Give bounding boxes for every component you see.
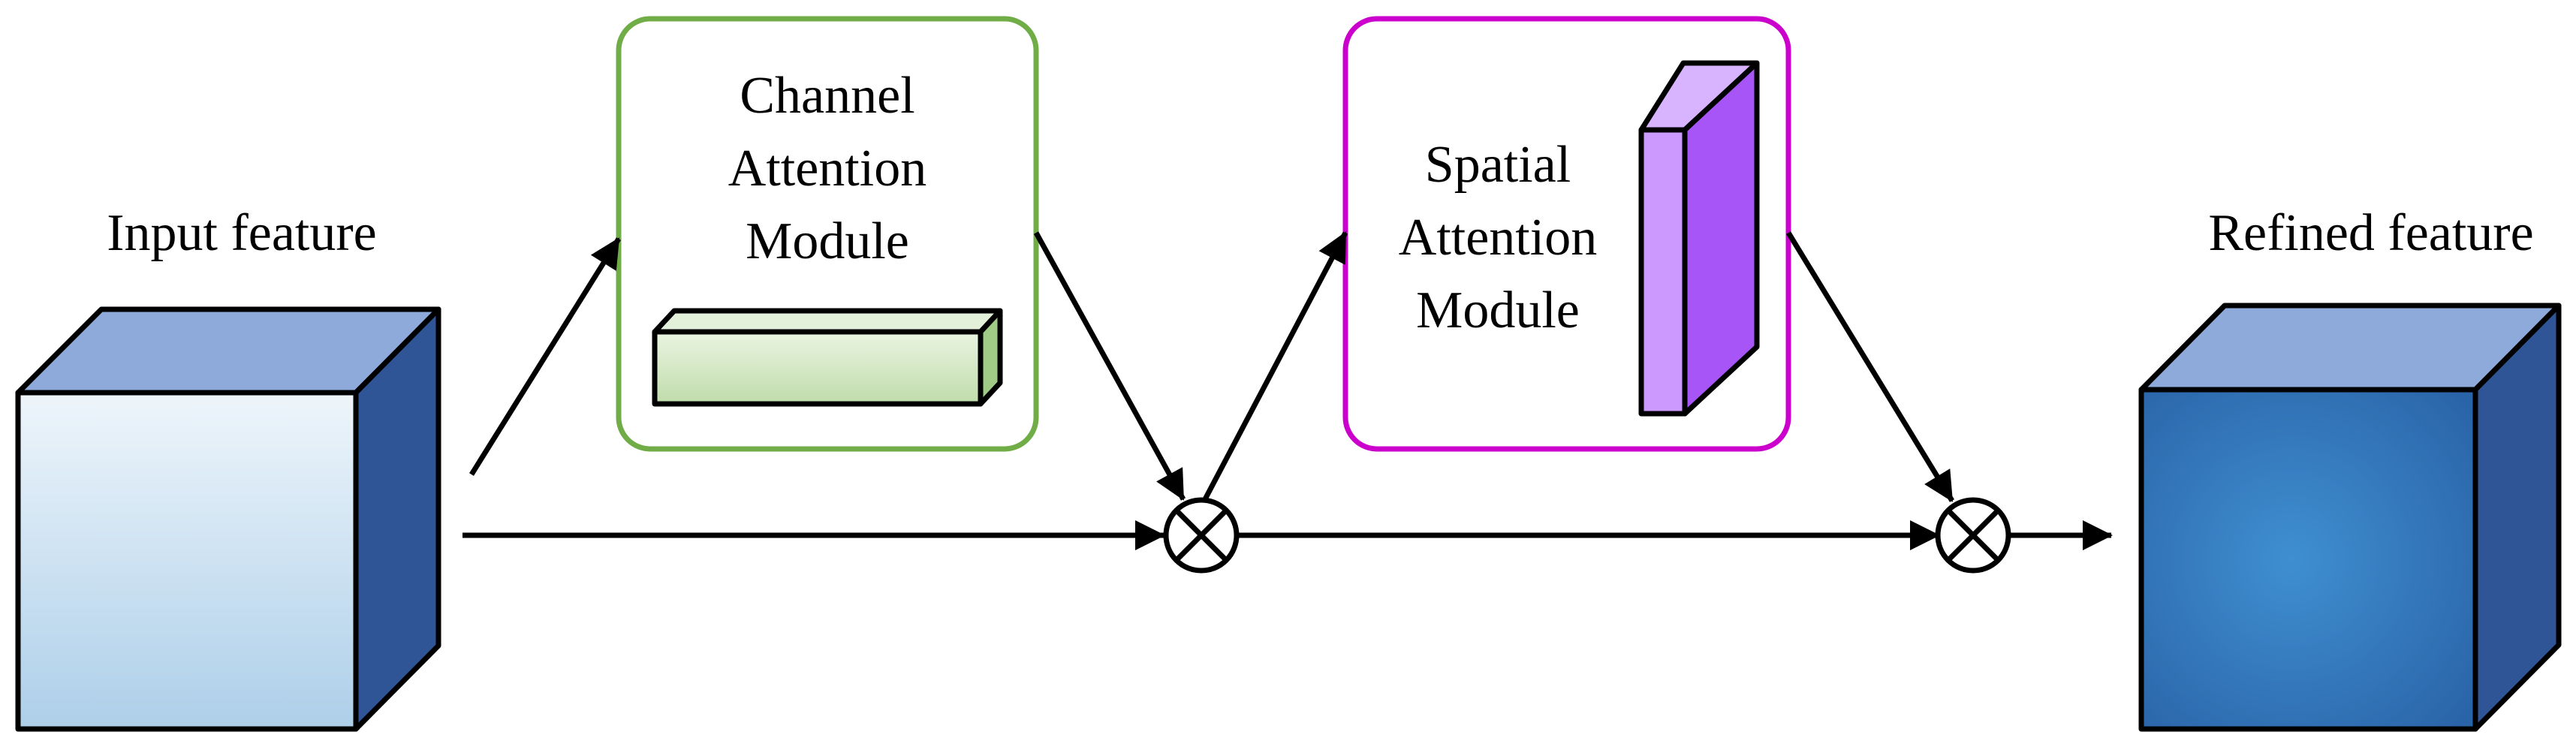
multiply-circle-icon <box>1163 497 1240 574</box>
input-feature-label: Input feature <box>107 204 377 262</box>
arrow-channel-to-mult-1 <box>1033 231 1186 501</box>
output-cube-face <box>2138 387 2478 732</box>
channel-module-line-3: Module <box>746 212 909 270</box>
input-feature-cube <box>15 306 441 732</box>
refined-feature-label: Refined feature <box>2208 204 2533 262</box>
spatial-module-line-3: Module <box>1416 282 1580 339</box>
channel-bar-face <box>652 329 984 407</box>
spatial-module-line-1: Spatial <box>1425 136 1571 194</box>
arrow-spatial-to-mult-2 <box>1786 231 1954 502</box>
input-cube-face <box>15 390 359 732</box>
channel-module-line-1: Channel <box>740 67 914 125</box>
spatial-attention-slab <box>1638 60 1760 417</box>
spatial-attention-module: Spatial Attention Module <box>1342 16 1791 452</box>
spatial-slab-face <box>1638 127 1688 417</box>
multiply-circle-icon <box>1935 497 2011 574</box>
channel-bar-top <box>652 308 1003 335</box>
channel-attention-module: Channel Attention Module <box>616 16 1039 452</box>
spatial-module-line-2: Attention <box>1399 209 1597 267</box>
refined-feature-cube <box>2138 303 2562 732</box>
arrow-mult-1-to-spatial <box>1202 231 1348 501</box>
channel-attention-bar <box>652 308 1003 407</box>
channel-module-line-2: Attention <box>728 140 926 197</box>
arrow-input-to-channel <box>469 237 621 476</box>
